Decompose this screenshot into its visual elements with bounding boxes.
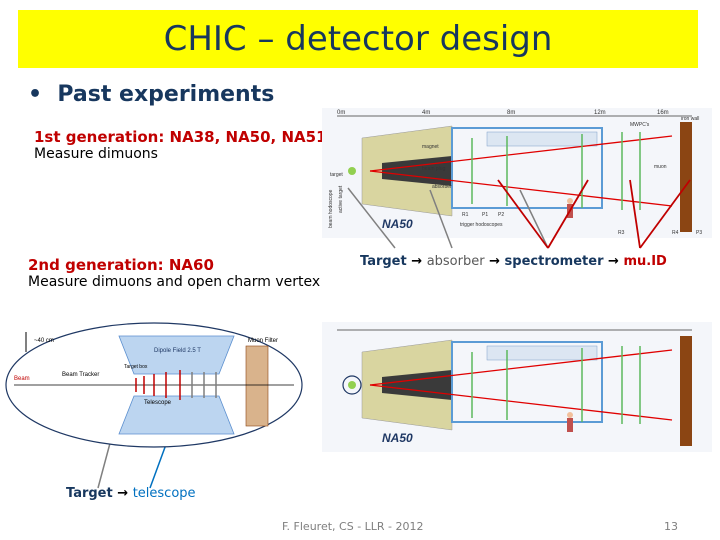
na60-label-beam: Beam: [14, 376, 30, 382]
muon-filter-shape: [246, 346, 268, 426]
dipole-lower: [119, 396, 234, 434]
na60-label-muon-filter: Muon Filter: [248, 338, 278, 344]
na60-chain-target: Target: [66, 486, 113, 501]
chain-arrow-2: →: [489, 254, 500, 269]
chain-target: Target: [360, 254, 407, 269]
na50-chain: Target → absorber → spectrometer → mu.ID: [360, 254, 667, 269]
na50-diagram-2-svg: NA50: [322, 322, 712, 452]
na50-detector-diagram-2: NA50: [322, 322, 712, 452]
chain-arrow-1: →: [411, 254, 422, 269]
na60-diagram-svg: ~40 cm Dipole Field 2.5 T Muon Filter Be…: [4, 322, 304, 448]
na50-logo-2: NA50: [382, 431, 413, 445]
na60-label-target-box: Target box: [124, 364, 148, 370]
page-number: 13: [664, 520, 678, 533]
na60-label-beam-tracker: Beam Tracker: [62, 372, 99, 378]
na60-label-telescope: Telescope: [144, 400, 172, 406]
chain-absorber: absorber: [427, 254, 485, 269]
na60-label-dipole: Dipole Field 2.5 T: [154, 348, 201, 354]
chain-arrow-3: →: [608, 254, 619, 269]
na60-chain: Target → telescope: [66, 486, 196, 501]
na60-detector-diagram: ~40 cm Dipole Field 2.5 T Muon Filter Be…: [4, 322, 304, 448]
chain-spectrometer: spectrometer: [505, 254, 604, 269]
na60-chain-arrow: →: [117, 486, 128, 501]
chain-muid: mu.ID: [623, 254, 666, 269]
footer-credit: F. Fleuret, CS - LLR - 2012: [282, 520, 424, 533]
na60-label-40cm: ~40 cm: [34, 338, 54, 344]
na60-chain-telescope: telescope: [133, 486, 196, 501]
